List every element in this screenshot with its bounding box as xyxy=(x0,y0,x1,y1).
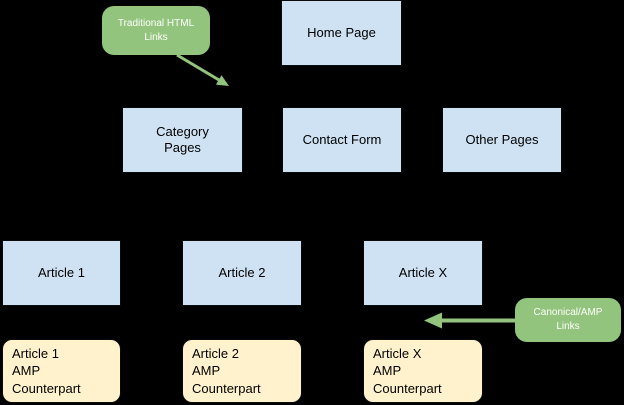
node-home-page: Home Page xyxy=(281,0,402,66)
node-article-x: Article X xyxy=(363,240,483,306)
canonical-amp-links-arrow xyxy=(424,312,515,329)
node-article-2: Article 2 xyxy=(182,240,302,306)
traditional-html-links-arrow xyxy=(176,53,229,86)
node-article-x-amp-counterpart: Article X AMP Counterpart xyxy=(363,339,483,403)
annotation-traditional-html-links: Traditional HTML Links xyxy=(102,6,210,55)
node-contact-form: Contact Form xyxy=(282,107,402,173)
node-article-1: Article 1 xyxy=(2,240,121,306)
node-category-pages: Category Pages xyxy=(122,107,243,173)
node-article-1-amp-counterpart: Article 1 AMP Counterpart xyxy=(2,339,121,403)
annotation-canonical-amp-links: Canonical/AMP Links xyxy=(515,298,621,342)
node-article-2-amp-counterpart: Article 2 AMP Counterpart xyxy=(182,339,302,403)
node-other-pages: Other Pages xyxy=(442,107,562,173)
